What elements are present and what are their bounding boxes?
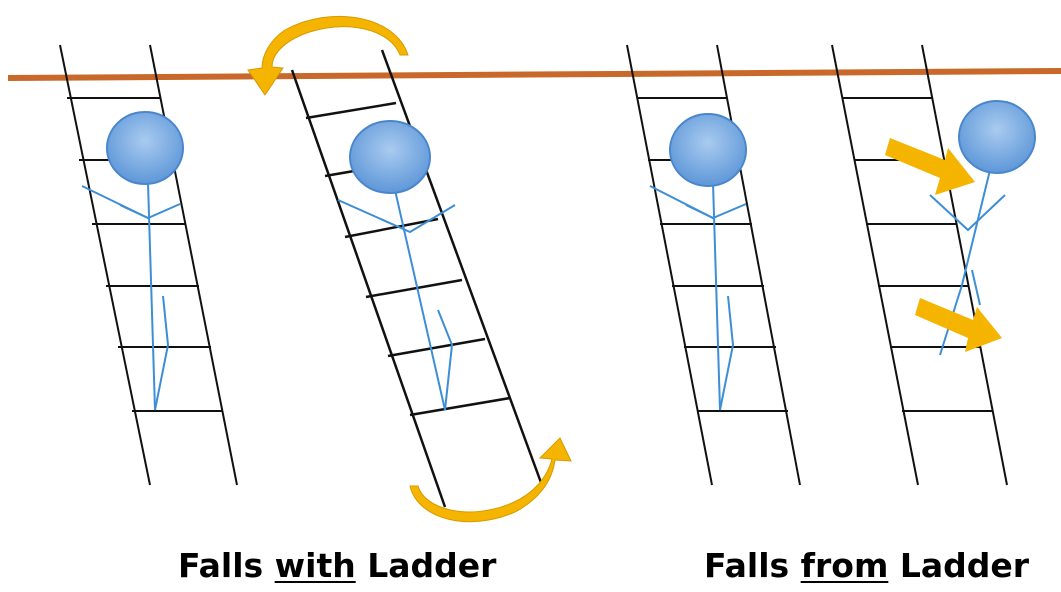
caption-right-emphasis: from bbox=[800, 546, 889, 585]
curved-arrow-icon bbox=[409, 437, 572, 523]
curved-arrow-icon bbox=[247, 15, 409, 96]
caption-falls-with-ladder: Falls with Ladder bbox=[178, 546, 496, 586]
caption-falls-from-ladder: Falls from Ladder bbox=[704, 546, 1029, 586]
caption-left-emphasis: with bbox=[274, 546, 356, 585]
stick-figure-icon bbox=[649, 113, 747, 411]
ladder-icon bbox=[831, 44, 1008, 486]
caption-left-after: Ladder bbox=[355, 546, 497, 585]
caption-right-before: Falls bbox=[704, 546, 801, 585]
stick-figure-icon bbox=[929, 100, 1036, 356]
push-arrow-icon bbox=[885, 138, 975, 195]
stick-figure-icon bbox=[81, 111, 184, 411]
caption-left-before: Falls bbox=[178, 546, 275, 585]
stick-figure-icon bbox=[337, 120, 456, 411]
ladder-icon bbox=[290, 49, 545, 508]
ladder-icon bbox=[59, 44, 238, 486]
ladder-icon bbox=[626, 44, 801, 486]
wall-line bbox=[7, 68, 1061, 81]
push-arrow-icon bbox=[915, 298, 1002, 352]
caption-right-after: Ladder bbox=[888, 546, 1030, 585]
